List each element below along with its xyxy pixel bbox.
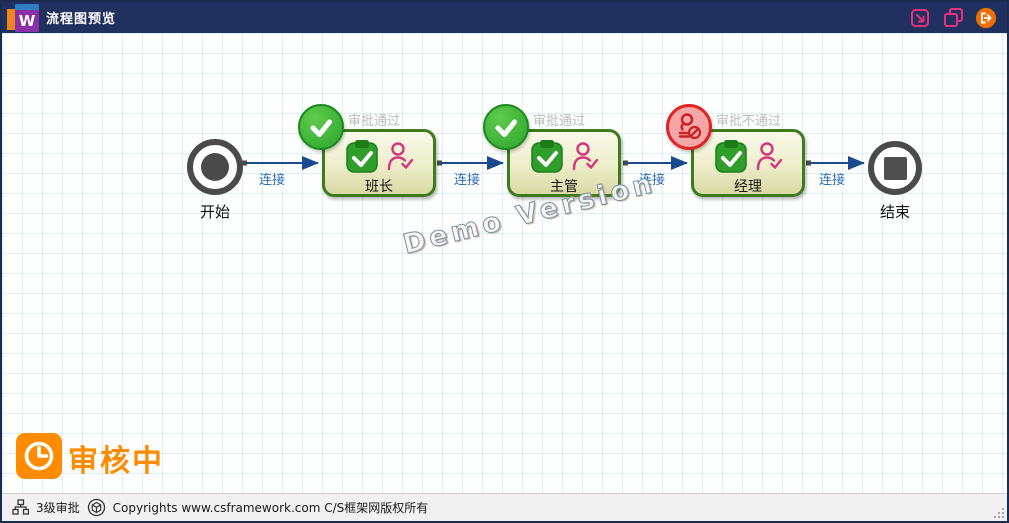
end-node[interactable] — [868, 141, 922, 195]
connector-label: 连接 — [258, 173, 285, 188]
step-node-zhuguan[interactable]: 主管 — [507, 129, 621, 197]
clipboard-check-icon — [346, 140, 378, 173]
person-check-icon — [387, 141, 414, 170]
review-status-label: 审核中 — [68, 444, 164, 479]
connector-label: 连接 — [818, 173, 845, 188]
clipboard-check-icon — [715, 140, 747, 173]
person-check-icon — [572, 141, 599, 170]
window-title: 流程图预览 — [46, 12, 117, 27]
badge-label: 审批通过 — [348, 114, 401, 129]
clock-icon — [16, 433, 62, 483]
copy-icon[interactable] — [942, 7, 964, 29]
logo-blue-bar — [15, 4, 39, 11]
hierarchy-icon — [12, 499, 29, 515]
step-label: 班长 — [365, 179, 393, 195]
logo-orange-bar — [7, 9, 15, 30]
flow-name: 3级审批 — [36, 501, 80, 515]
connector-lines — [242, 156, 865, 170]
exit-icon[interactable] — [975, 7, 997, 29]
person-check-icon — [756, 141, 783, 170]
step-label: 经理 — [734, 179, 762, 195]
start-node[interactable] — [187, 139, 243, 195]
check-circle-icon — [483, 104, 529, 150]
stamp-rejected-icon — [666, 104, 712, 150]
flow-canvas[interactable]: 连接 连接 连接 连接 开始 班长 — [2, 33, 1007, 493]
start-node-dot — [201, 153, 229, 181]
start-label: 开始 — [199, 203, 230, 221]
end-label: 结束 — [879, 203, 910, 221]
step-label: 主管 — [550, 179, 578, 195]
connector-label: 连接 — [453, 173, 480, 188]
app-logo-icon: W — [6, 3, 42, 32]
badge-label: 审批不通过 — [716, 114, 782, 129]
copyright-text: Copyrights www.csframework.com C/S框架网版权所… — [112, 501, 429, 515]
titlebar[interactable]: W 流程图预览 — [2, 2, 1007, 33]
clipboard-check-icon — [531, 140, 563, 173]
logo-letter: W — [15, 10, 39, 32]
popup-arrow-icon[interactable] — [909, 7, 931, 29]
step-icons — [713, 138, 783, 174]
statusbar: 3级审批 Copyrights www.csframework.com C/S框… — [2, 493, 1007, 521]
step-node-jingli[interactable]: 经理 — [691, 129, 805, 197]
resize-grip[interactable] — [993, 507, 1005, 519]
titlebar-buttons — [909, 2, 997, 33]
step-node-banzhang[interactable]: 班长 — [322, 129, 436, 197]
cube-icon — [87, 498, 105, 517]
badge-label: 审批通过 — [533, 114, 586, 129]
step-icons — [344, 138, 414, 174]
end-node-square — [883, 156, 907, 180]
step-icons — [529, 138, 599, 174]
check-circle-icon — [298, 104, 344, 150]
connector-label: 连接 — [638, 173, 665, 188]
